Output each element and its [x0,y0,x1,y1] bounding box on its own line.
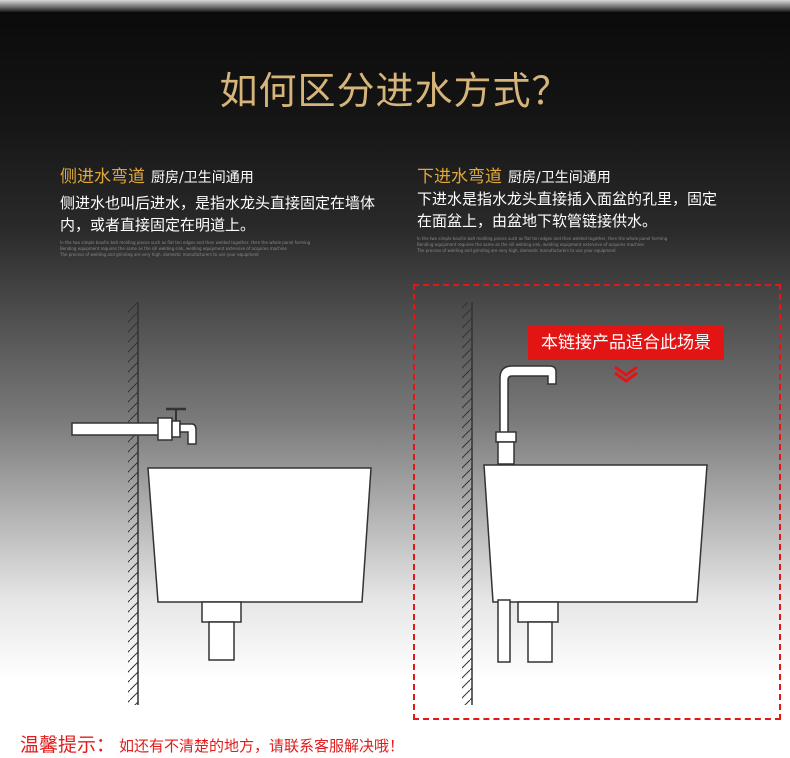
right-desc-line1: 下进水是指水龙头直接插入面盆的孔里，固定 [417,190,718,208]
left-fine-line3: The process of welding and grinding are … [60,252,259,257]
chevron-down-icon [614,365,638,383]
left-heading: 侧进水弯道厨房/卫生间通用 [60,162,254,187]
left-fine-print: In the two simple box/lin bolt molding p… [60,240,380,258]
left-desc-line2: 内，或者直接固定在明道上。 [60,216,256,234]
top-bar [0,0,790,12]
tip-text: 如还有不清楚的地方，请联系客服解决哦！ [119,737,405,755]
right-deck-faucet-icon [495,365,557,663]
right-note: 厨房/卫生间通用 [508,170,611,186]
page-title: 如何区分进水方式？ [219,69,571,113]
tip-label: 温馨提示： [20,734,116,756]
left-description: 侧进水也叫后进水，是指水龙头直接固定在墙体 内，或者直接固定在明道上。 [60,192,375,236]
tip-line: 温馨提示：如还有不清楚的地方，请联系客服解决哦！ [20,730,404,757]
right-title: 下进水弯道 [417,167,502,187]
right-heading: 下进水弯道厨房/卫生间通用 [417,162,611,187]
right-fine-line2: Bending equipment requires the same as t… [417,242,644,247]
right-desc-line2: 在面盆上，由盆地下软管链接供水。 [417,212,658,230]
left-basin-icon [147,467,372,661]
right-fine-line3: The process of welding and grinding are … [417,248,616,253]
right-fine-line1: In the two simple box/lin bolt molding p… [417,236,668,241]
right-wall [462,302,473,705]
left-fine-line2: Bending equipment requires the same as t… [60,246,287,251]
left-desc-line1: 侧进水也叫后进水，是指水龙头直接固定在墙体 [60,194,376,212]
left-side-faucet-icon [71,407,197,445]
left-fine-line1: In the two simple box/lin bolt molding p… [60,240,311,245]
scenario-badge: 本链接产品适合此场景 [528,326,724,360]
left-note: 厨房/卫生间通用 [151,170,254,186]
left-title: 侧进水弯道 [60,167,145,187]
right-basin-icon [483,464,708,663]
right-description: 下进水是指水龙头直接插入面盆的孔里，固定 在面盆上，由盆地下软管链接供水。 [417,188,717,232]
left-wall [128,302,139,705]
highlight-frame [413,284,781,720]
right-fine-print: In the two simple box/lin bolt molding p… [417,236,737,254]
